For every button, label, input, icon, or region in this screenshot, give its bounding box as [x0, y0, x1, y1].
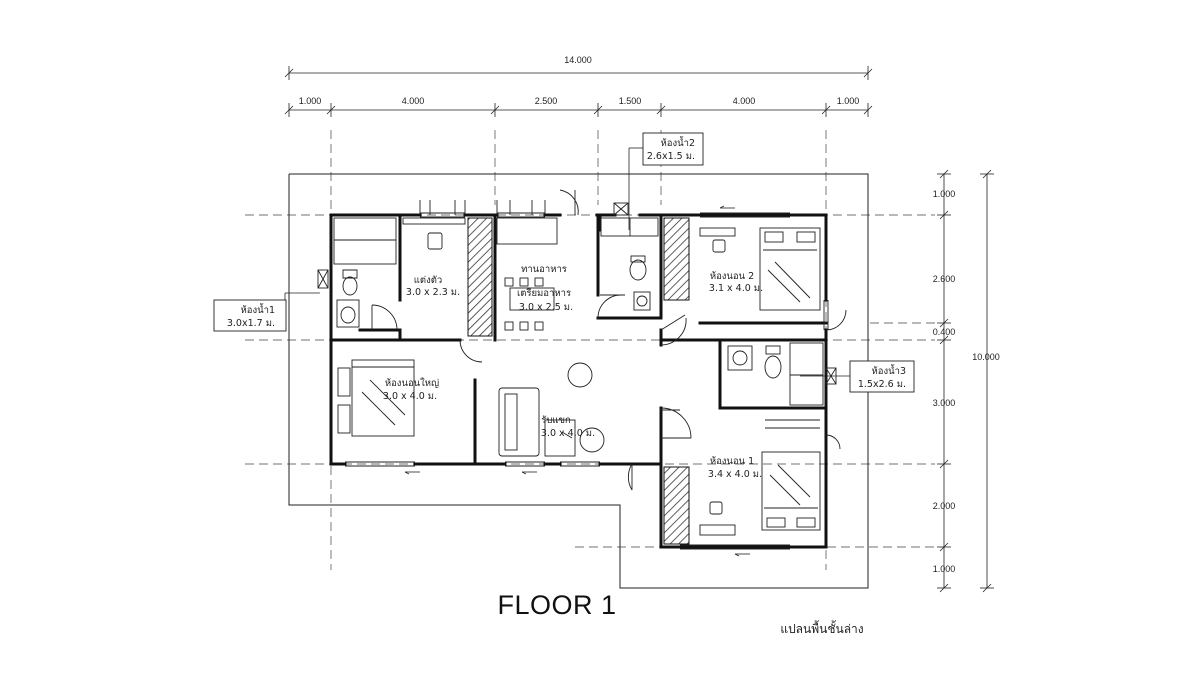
callout-bath1: ห้องน้ำ1 3.0x1.7 ม.	[213, 292, 320, 332]
bath2-size: 2.6x1.5 ม.	[647, 151, 695, 162]
living-size: 3.0 x 4.0 ม.	[541, 428, 595, 439]
dressing-size: 3.0 x 2.3 ม.	[406, 287, 460, 298]
room-label-bedroom1: ห้องนอน 1 3.4 x 4.0 ม.	[708, 456, 762, 480]
room-label-bedroom2: ห้องนอน 2 3.1 x 4.0 ม.	[709, 271, 763, 294]
bedroom2-bed	[699, 227, 821, 311]
master-bed	[337, 359, 415, 437]
top-segment-ticks	[284, 103, 873, 117]
floor-title: FLOOR 1	[497, 590, 616, 620]
right-seg-2: 2.600	[933, 274, 956, 284]
dining-name2: เตรียมอาหาร	[517, 287, 571, 299]
right-seg-4: 3.000	[933, 398, 956, 408]
floor-subtitle: แปลนพื้นชั้นล่าง	[780, 620, 863, 636]
dining-table	[496, 217, 558, 331]
bedroom2-size: 3.1 x 4.0 ม.	[709, 283, 763, 294]
bath3-size: 1.5x2.6 ม.	[858, 379, 906, 390]
right-dimension-lines	[937, 169, 994, 593]
living-furniture	[498, 362, 605, 457]
roof-outline	[288, 173, 869, 589]
bath1-size: 3.0x1.7 ม.	[227, 318, 275, 329]
callout-bath3: ห้องน้ำ3 1.5x2.6 ม.	[800, 360, 915, 393]
bath3-fixtures	[727, 342, 837, 406]
closets	[467, 217, 690, 545]
right-seg-1: 1.000	[933, 189, 956, 199]
bedroom1-bed	[699, 419, 821, 536]
room-label-living: รับแขก 3.0 x 4.0 ม.	[541, 415, 595, 439]
callout-bath2: ห้องน้ำ2 2.6x1.5 ม.	[628, 132, 704, 230]
master-size: 3.0 x 4.0 ม.	[383, 391, 437, 402]
top-seg-3: 2.500	[535, 96, 558, 106]
bath1-fixtures	[317, 217, 397, 328]
dressing-name: แต่งตัว	[414, 275, 442, 286]
bath3-name: ห้องน้ำ3	[872, 364, 906, 377]
bath1-name: ห้องน้ำ1	[241, 303, 275, 316]
bedroom1-size: 3.4 x 4.0 ม.	[708, 469, 762, 480]
dining-size: 3.0 x 2.5 ม.	[519, 302, 573, 313]
grid-lines	[245, 130, 935, 570]
right-seg-3: 0.400	[933, 327, 956, 337]
bedroom1-name: ห้องนอน 1	[710, 456, 754, 467]
right-seg-6: 1.000	[933, 564, 956, 574]
window-arrows	[404, 205, 750, 557]
room-label-dressing: แต่งตัว 3.0 x 2.3 ม.	[406, 275, 460, 298]
room-label-master: ห้องนอนใหญ่ 3.0 x 4.0 ม.	[383, 377, 439, 402]
top-seg-2: 4.000	[402, 96, 425, 106]
top-seg-1: 1.000	[299, 96, 322, 106]
bath2-name: ห้องน้ำ2	[661, 136, 695, 149]
master-name: ห้องนอนใหญ่	[385, 377, 439, 389]
room-label-dining: ทานอาหาร เตรียมอาหาร 3.0 x 2.5 ม.	[517, 264, 573, 313]
right-seg-5: 2.000	[933, 501, 956, 511]
bath2-fixtures	[600, 202, 659, 311]
total-width-label: 14.000	[564, 55, 592, 65]
dressing-fixtures	[402, 200, 546, 250]
doors	[371, 189, 847, 491]
total-depth-label: 10.000	[972, 352, 1000, 362]
dining-name: ทานอาหาร	[521, 264, 567, 275]
bedroom2-name: ห้องนอน 2	[710, 271, 754, 282]
living-name: รับแขก	[541, 415, 571, 426]
windows	[345, 212, 829, 550]
top-seg-4: 1.500	[619, 96, 642, 106]
top-seg-6: 1.000	[837, 96, 860, 106]
top-dimension-lines	[284, 66, 873, 117]
top-seg-5: 4.000	[733, 96, 756, 106]
walls	[329, 213, 828, 549]
